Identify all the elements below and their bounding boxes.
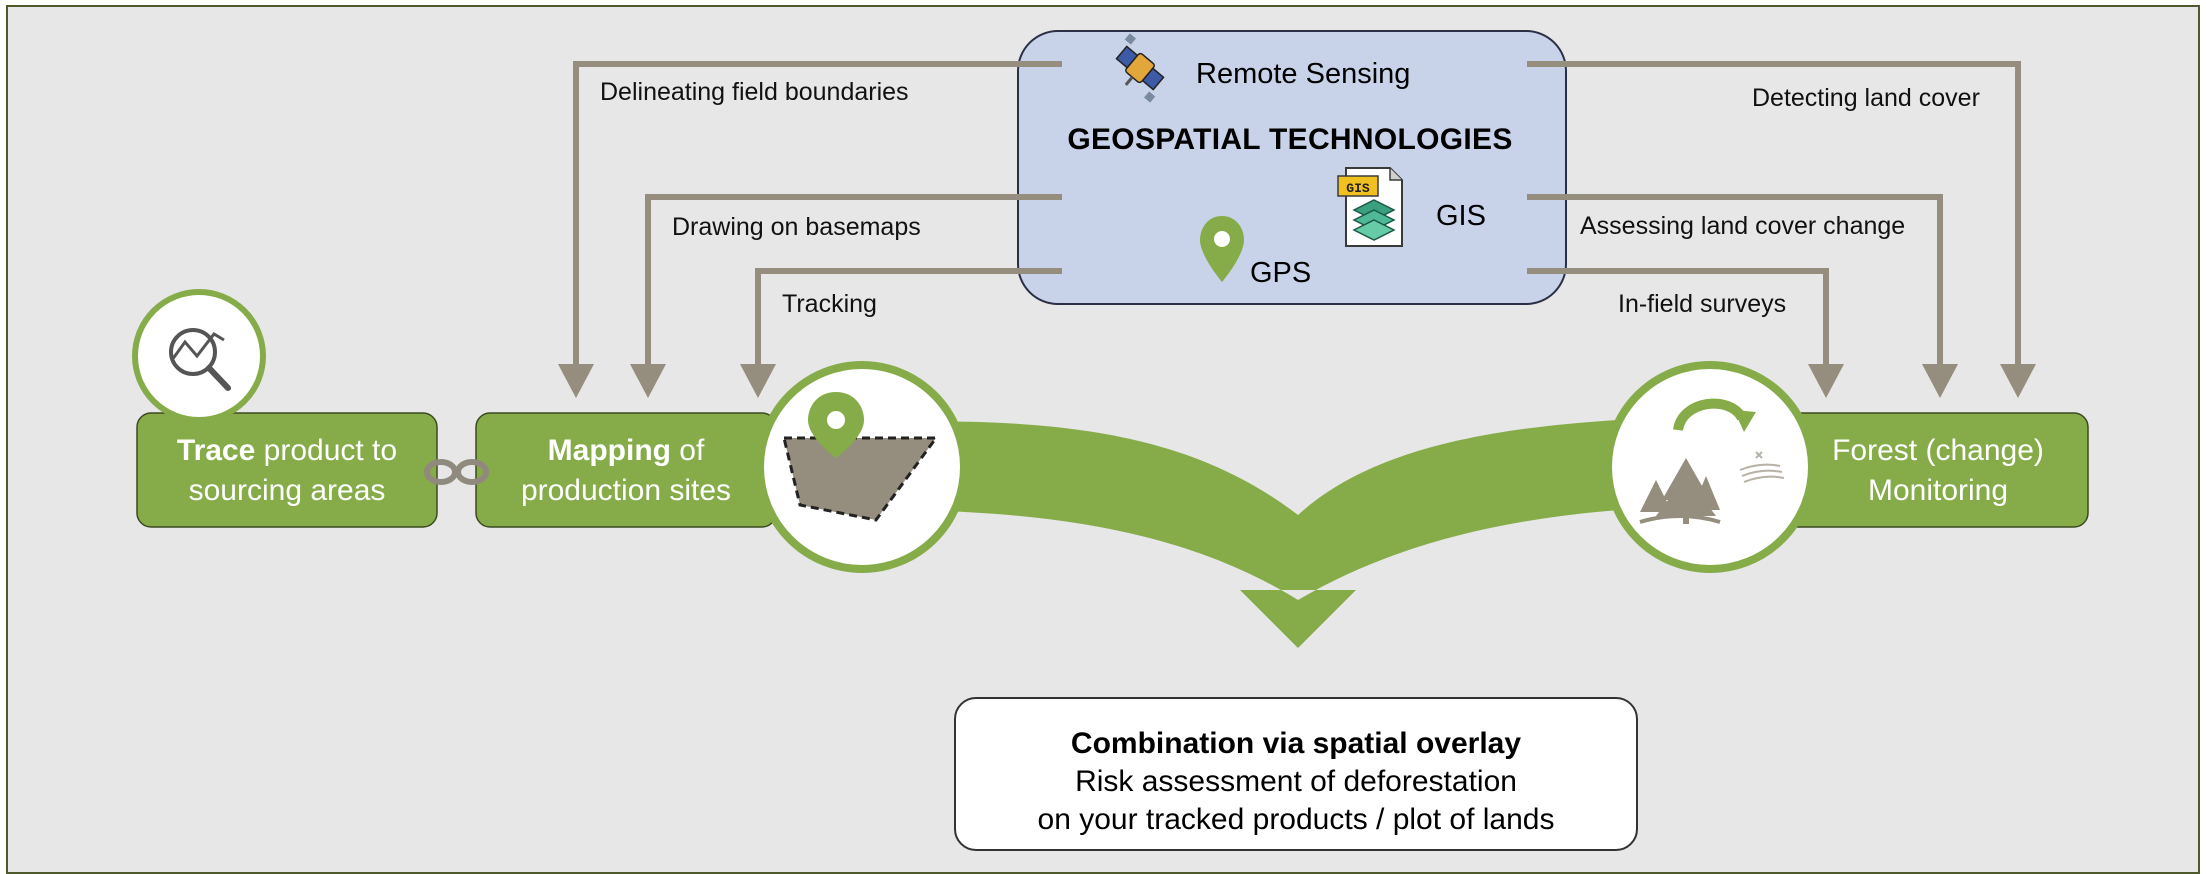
arrowhead-assessing xyxy=(1922,364,1958,398)
gis-label: GIS xyxy=(1436,200,1486,232)
arrowhead-surveys xyxy=(1808,364,1844,398)
forest-line2: Monitoring xyxy=(1867,474,2009,507)
flow-label-surveys: In-field surveys xyxy=(1618,290,1787,318)
mapping-line2: production sites xyxy=(520,474,732,507)
flow-line-delineating xyxy=(573,61,1062,370)
magnifier-chart-icon xyxy=(132,289,266,423)
forest-change-icon xyxy=(1604,361,1816,573)
remote-sensing-label: Remote Sensing xyxy=(1196,58,1411,90)
flow-line-surveys xyxy=(1527,268,1829,370)
trace-line2: sourcing areas xyxy=(188,474,386,507)
technology-hub xyxy=(1017,30,1567,305)
gis-layers-icon xyxy=(1337,167,1403,247)
arrowhead-drawing xyxy=(630,364,666,398)
result-box: Combination via spatial overlay Risk ass… xyxy=(954,697,1638,851)
result-line1: Risk assessment of deforestation xyxy=(1075,765,1517,798)
arrowhead-detecting xyxy=(2000,364,2036,398)
hub-title: GEOSPATIAL TECHNOLOGIES xyxy=(1067,123,1513,156)
flow-label-detecting: Detecting land cover xyxy=(1752,84,1980,112)
plot-map-icon xyxy=(756,361,968,573)
trace-bold: Trace xyxy=(176,434,256,467)
flow-line-tracking xyxy=(755,268,1062,370)
result-title: Combination via spatial overlay xyxy=(1070,727,1522,760)
mapping-box-text: Mapping of production sites xyxy=(476,431,776,511)
map-pin-icon xyxy=(808,392,864,458)
flow-label-delineating: Delineating field boundaries xyxy=(600,78,909,106)
flow-line-drawing xyxy=(645,194,1062,370)
trace-box xyxy=(136,412,438,528)
satellite-icon xyxy=(1115,33,1165,103)
arrowhead-delineating xyxy=(558,364,594,398)
result-line2: on your tracked products / plot of lands xyxy=(1037,803,1555,836)
arrowhead-tracking xyxy=(740,364,776,398)
flow-label-tracking: Tracking xyxy=(782,290,877,318)
trace-rest: product to xyxy=(255,434,398,467)
gps-label: GPS xyxy=(1250,257,1312,289)
combine-arrow xyxy=(900,418,1650,648)
forest-line1: Forest (change) xyxy=(1832,434,2044,467)
gis-badge-text: GIS xyxy=(1346,181,1370,196)
flow-label-drawing: Drawing on basemaps xyxy=(672,213,921,241)
gps-pin-icon xyxy=(1200,216,1244,282)
mapping-rest: of xyxy=(670,434,705,467)
forest-box-text: Forest (change) Monitoring xyxy=(1798,431,2078,511)
flow-line-detecting xyxy=(1527,61,2021,370)
mapping-bold: Mapping xyxy=(547,434,671,467)
flow-line-assessing xyxy=(1527,194,1943,370)
chain-link-icon xyxy=(424,459,489,485)
trace-box-text: Trace product to sourcing areas xyxy=(137,431,437,511)
flow-label-assessing: Assessing land cover change xyxy=(1580,212,1906,240)
